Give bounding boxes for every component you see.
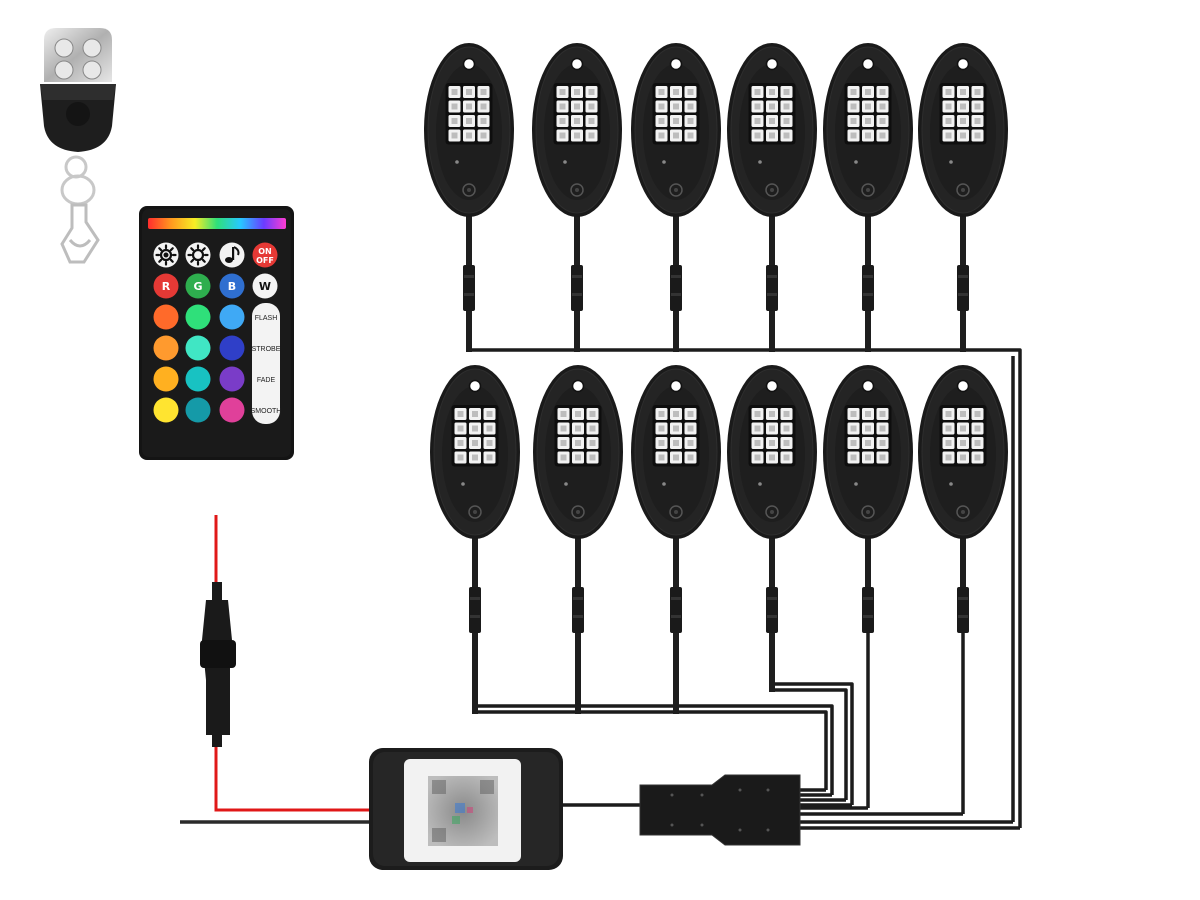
mount-hole-icon [956,379,970,393]
rock-light-pod [823,43,913,352]
top-row-bus-wire [467,348,1022,828]
screw-icon [765,505,779,519]
color-swatch-button [185,335,211,361]
bottom-row-bus-wire-3 [772,688,848,800]
rock-light-pod [918,365,1008,633]
color-swatch-button [153,397,179,423]
pod-connector [469,587,481,633]
pod-connector [862,265,874,311]
bottom-row-bus-wire-2 [472,704,834,795]
screw-icon [956,505,970,519]
color-swatch-button [219,366,245,392]
screw-icon [462,183,476,197]
mount-hole-icon [861,57,875,71]
color-swatch-button [153,335,179,361]
color-button-label: W [259,280,271,293]
mount-hole-icon [669,57,683,71]
rock-light-pod [430,365,520,714]
splitter-fanout-wires [800,788,1020,830]
color-button-b [219,273,245,299]
bluetooth-controller-box [369,748,563,870]
rock-light-pod [823,365,913,633]
rock-light-pod [918,43,1008,352]
fob-button-3 [54,60,74,80]
pod-connector [670,265,682,311]
mount-hole-icon [765,57,779,71]
color-swatch-button [185,304,211,330]
rock-light-pod [727,365,817,692]
pod-connector [463,265,475,311]
pod-connector [766,587,778,633]
mode-label-smooth: SMOOTH [251,408,282,415]
screw-icon [861,505,875,519]
fob-button-2 [82,38,102,58]
screw-icon [669,505,683,519]
rock-light-pod [631,365,721,714]
color-swatch-button [185,366,211,392]
rock-light-pod [424,43,514,352]
mount-hole-icon [468,379,482,393]
power-on-off-button [252,242,278,268]
power-lead [214,515,372,812]
color-button-g [185,273,211,299]
screw-icon [570,183,584,197]
power-wire-red [214,515,372,812]
bottom-row-bus-wire [472,710,828,790]
screw-icon [861,183,875,197]
mount-hole-icon [570,57,584,71]
bottom-row-bus-wire-4 [772,682,854,805]
pod-connector [670,587,682,633]
pod-connector [862,587,874,633]
mount-hole-icon [956,57,970,71]
color-button-label: B [228,280,236,293]
fob-button-1 [54,38,74,58]
mode-buttons-pill [252,303,280,424]
color-swatch-button [219,397,245,423]
mode-label-strobe: STROBE [252,346,281,353]
color-swatch-button [219,335,245,361]
mount-hole-icon [669,379,683,393]
pod-connector [571,265,583,311]
mount-hole-icon [571,379,585,393]
color-button-label: G [193,280,202,293]
screw-icon [571,505,585,519]
color-button-w [252,273,278,299]
color-button-label: R [162,280,171,293]
wiring-harness [180,348,1022,830]
mode-label-fade: FADE [257,377,276,384]
screw-icon [765,183,779,197]
mode-label-flash: FLASH [255,315,278,322]
screw-icon [468,505,482,519]
mount-hole-icon [462,57,476,71]
pod-connector [957,587,969,633]
color-button-r [153,273,179,299]
color-swatch-button [219,304,245,330]
rock-light-pod [631,43,721,352]
pod-connector [957,265,969,311]
light-pods-top-row [424,43,1008,352]
wire-splitter-hub [639,774,801,846]
fob-button-4 [82,60,102,80]
off-label: OFF [256,256,274,265]
pod-connector [572,587,584,633]
color-swatch-button [185,397,211,423]
on-label: ON [258,247,272,256]
light-pods-bottom-row [430,365,1008,714]
rock-light-pod [727,43,817,352]
color-swatch-button [153,366,179,392]
inline-fuse-holder [200,582,236,747]
mount-hole-icon [765,379,779,393]
rock-light-pod [533,365,623,714]
rainbow-strip [148,218,286,229]
screw-icon [956,183,970,197]
rock-light-pod [532,43,622,352]
mount-hole-icon [861,379,875,393]
pod-connector [766,265,778,311]
rf-key-fob-remote [40,28,116,264]
screw-icon [669,183,683,197]
color-swatch-button [153,304,179,330]
